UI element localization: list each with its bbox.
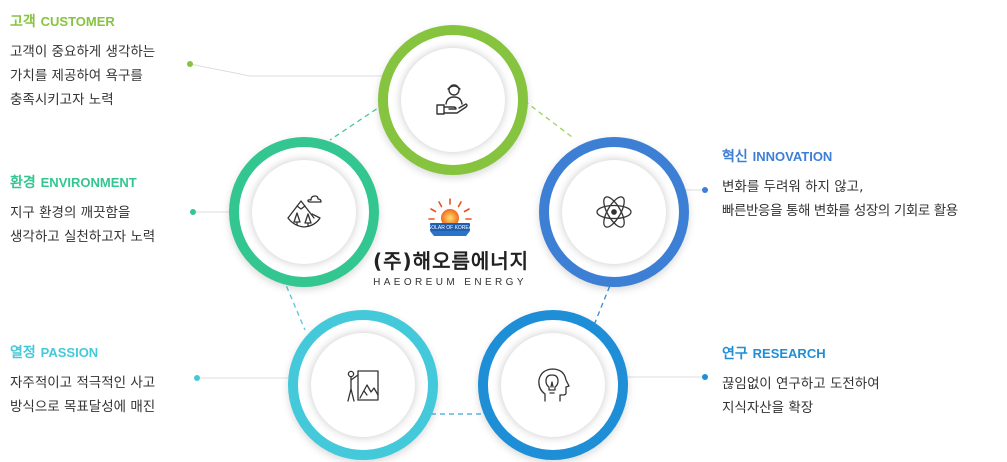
value-description: 끊임없이 연구하고 도전하여 지식자산을 확장 — [722, 372, 880, 420]
description-line: 자주적이고 적극적인 사고 — [10, 375, 156, 391]
value-block-research: 연구 RESEARCH 끊임없이 연구하고 도전하여 지식자산을 확장 — [722, 343, 880, 420]
ring-innovation — [539, 137, 689, 287]
value-title-kr: 열정 — [10, 345, 36, 361]
description-line: 지식자산을 확장 — [722, 400, 814, 416]
description-line: 생각하고 실천하고자 노력 — [10, 229, 156, 245]
value-description: 자주적이고 적극적인 사고 방식으로 목표달성에 매진 — [10, 371, 155, 419]
value-title-en: PASSION — [40, 345, 99, 360]
logo-badge-text: SOLAR OF KOREA — [428, 225, 473, 231]
value-title-kr: 연구 — [722, 346, 748, 362]
flag-mountain-climber-icon — [347, 370, 379, 402]
description-line: 방식으로 목표달성에 매진 — [10, 399, 156, 415]
pointer-customer — [189, 63, 382, 77]
description-line: 지구 환경의 깨끗함을 — [10, 205, 131, 221]
ring-environment — [229, 137, 379, 287]
dot-environment — [190, 209, 196, 215]
description-line: 변화를 두려워 하지 않고, — [722, 179, 864, 195]
company-logo: SOLAR OF KOREA (주)해오름에너지 HAEOREUM ENERGY — [373, 197, 530, 288]
description-line: 충족시키고자 노력 — [10, 92, 114, 108]
ring-customer — [378, 25, 528, 175]
dot-passion — [194, 375, 200, 381]
dot-customer — [187, 61, 193, 67]
value-title-en: INNOVATION — [752, 149, 833, 164]
value-title: 혁신 INNOVATION — [722, 146, 958, 166]
description-line: 고객이 중요하게 생각하는 — [10, 44, 156, 60]
value-block-innovation: 혁신 INNOVATION 변화를 두려워 하지 않고, 빠른반응을 통해 변화… — [722, 146, 958, 223]
value-description: 변화를 두려워 하지 않고, 빠른반응을 통해 변화를 성장의 기회로 활용 — [722, 175, 958, 223]
lightbulb-head-icon — [538, 368, 570, 402]
customer-service-icon — [436, 84, 468, 115]
value-title: 고객 CUSTOMER — [10, 11, 155, 31]
sun-logo-icon: SOLAR OF KOREA — [428, 198, 473, 236]
edge-environment-passion — [282, 277, 306, 331]
atom-icon — [596, 196, 632, 228]
value-title-kr: 고객 — [10, 14, 36, 30]
value-title: 환경 ENVIRONMENT — [10, 172, 155, 192]
value-title: 열정 PASSION — [10, 342, 155, 362]
value-block-environment: 환경 ENVIRONMENT 지구 환경의 깨끗함을 생각하고 실천하고자 노력 — [10, 172, 155, 249]
value-description: 고객이 중요하게 생각하는 가치를 제공하여 욕구를 충족시키고자 노력 — [10, 40, 155, 112]
company-name-kr: (주)해오름에너지 — [373, 249, 530, 273]
value-description: 지구 환경의 깨끗함을 생각하고 실천하고자 노력 — [10, 201, 155, 249]
value-title-en: ENVIRONMENT — [40, 175, 137, 190]
nature-mountain-icon — [287, 195, 322, 228]
value-title-kr: 환경 — [10, 175, 36, 191]
ring-passion — [288, 310, 438, 460]
dot-research — [702, 374, 708, 380]
value-block-customer: 고객 CUSTOMER 고객이 중요하게 생각하는 가치를 제공하여 욕구를 충… — [10, 11, 155, 112]
description-line: 끊임없이 연구하고 도전하여 — [722, 376, 880, 392]
value-title-en: RESEARCH — [752, 346, 826, 361]
description-line: 가치를 제공하여 욕구를 — [10, 68, 143, 84]
dot-innovation — [702, 187, 708, 193]
edge-customer-environment — [329, 103, 385, 141]
ring-research — [478, 310, 628, 460]
value-title-kr: 혁신 — [722, 149, 748, 165]
description-line: 빠른반응을 통해 변화를 성장의 기회로 활용 — [722, 203, 958, 219]
company-name-en: HAEOREUM ENERGY — [373, 277, 527, 288]
value-block-passion: 열정 PASSION 자주적이고 적극적인 사고 방식으로 목표달성에 매진 — [10, 342, 155, 419]
value-title-en: CUSTOMER — [40, 14, 115, 29]
value-title: 연구 RESEARCH — [722, 343, 880, 363]
